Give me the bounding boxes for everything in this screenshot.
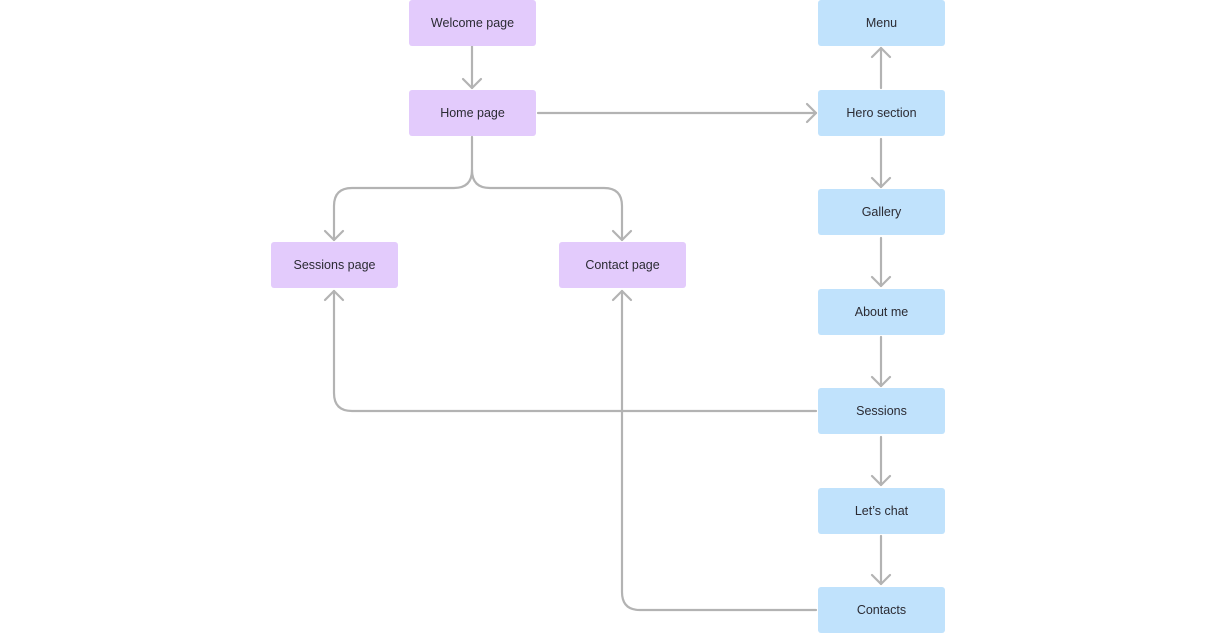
node-label: Contact page (585, 258, 660, 272)
arrowhead-down-icon (870, 375, 892, 388)
node-contacts[interactable]: Contacts (818, 587, 945, 633)
arrowhead-down-icon (461, 77, 483, 90)
node-home-page[interactable]: Home page (409, 90, 536, 136)
connector-sessions-to-sessions-page (332, 289, 818, 413)
arrowhead-down-icon (870, 176, 892, 189)
connector-contacts-to-contact-page (620, 289, 818, 612)
arrowhead-down-icon (611, 229, 633, 242)
node-menu[interactable]: Menu (818, 0, 945, 46)
node-label: Home page (440, 106, 505, 120)
node-sessions[interactable]: Sessions (818, 388, 945, 434)
arrowhead-up-icon (611, 289, 633, 302)
node-contact-page[interactable]: Contact page (559, 242, 686, 288)
arrowhead-down-icon (323, 229, 345, 242)
arrowhead-down-icon (870, 474, 892, 487)
node-label: Welcome page (430, 16, 515, 30)
node-welcome-page[interactable]: Welcome page (409, 0, 536, 46)
arrowhead-up-icon (870, 46, 892, 59)
node-label: Gallery (861, 205, 902, 219)
connector-home-to-sessions-page (332, 135, 474, 242)
node-label: Sessions (856, 404, 907, 418)
node-label: Sessions page (293, 258, 376, 272)
node-gallery[interactable]: Gallery (818, 189, 945, 235)
connector-home-to-contact-page (470, 168, 624, 242)
node-lets-chat[interactable]: Let’s chat (818, 488, 945, 534)
node-label: About me (854, 305, 909, 319)
arrowhead-right-icon (805, 102, 818, 124)
arrowhead-down-icon (870, 573, 892, 586)
node-label: Contacts (856, 603, 907, 617)
arrowhead-up-icon (323, 289, 345, 302)
node-hero-section[interactable]: Hero section (818, 90, 945, 136)
node-about-me[interactable]: About me (818, 289, 945, 335)
arrowhead-down-icon (870, 275, 892, 288)
node-sessions-page[interactable]: Sessions page (271, 242, 398, 288)
node-label: Let’s chat (854, 504, 909, 518)
node-label: Hero section (846, 106, 917, 120)
node-label: Menu (865, 16, 898, 30)
